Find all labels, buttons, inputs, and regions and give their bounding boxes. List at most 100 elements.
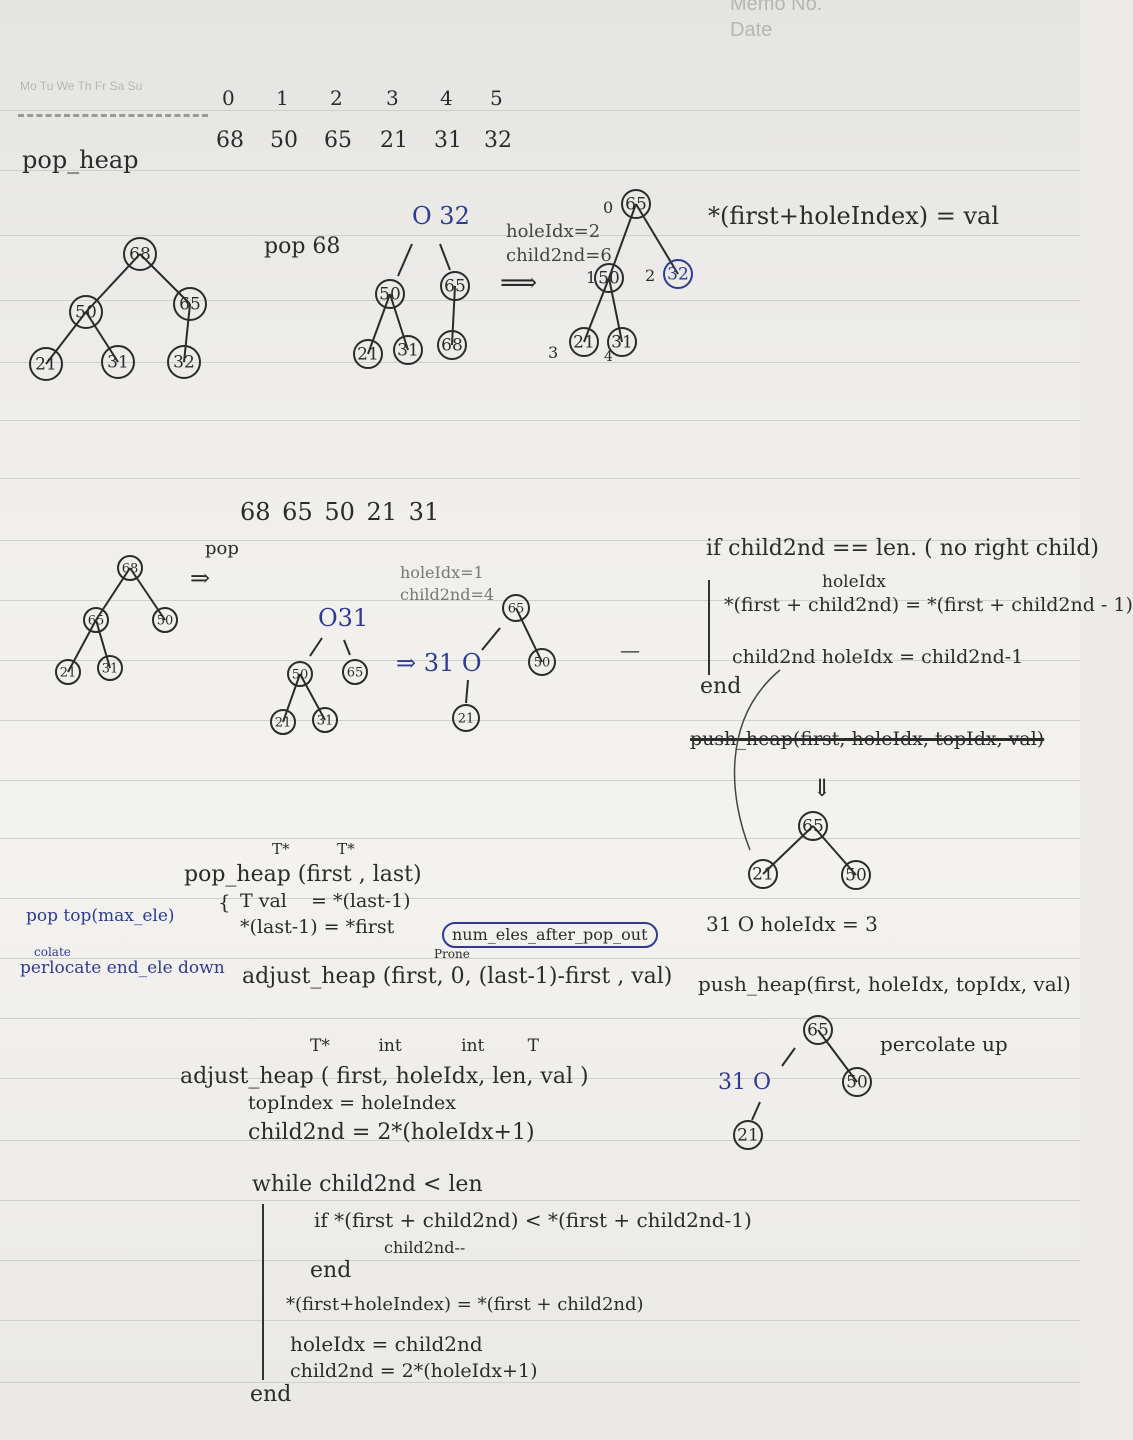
- adjust-heap-signature: adjust_heap ( first, holeIdx, len, val ): [180, 1064, 589, 1089]
- node-value: 50: [379, 285, 401, 305]
- code-line: child2nd = 2*(holeIdx+1): [290, 1360, 538, 1382]
- array-index: 2: [330, 86, 343, 110]
- code-line: *(last-1) = *first: [240, 916, 395, 938]
- type-notes: T* int int T: [310, 1036, 539, 1056]
- down-arrow: ⇓: [812, 774, 833, 802]
- heap-node: 32: [167, 345, 201, 379]
- node-value: 31: [611, 333, 633, 353]
- heap-node: 65: [621, 189, 651, 219]
- tree-edge: [389, 293, 409, 351]
- hole-state-note: holeIdx=2 child2nd=6: [506, 221, 612, 267]
- array-index: 4: [440, 86, 453, 110]
- code-line: child2nd = 2*(holeIdx+1): [248, 1120, 535, 1145]
- node-value: 50: [845, 866, 867, 886]
- array-index: 3: [386, 86, 399, 110]
- node-value: 50: [75, 303, 97, 323]
- weekday-row: Mo Tu We Th Fr Sa Su: [20, 79, 143, 93]
- tree-edge: [67, 619, 97, 673]
- node-value: 31: [397, 341, 419, 361]
- node-value: 65: [88, 614, 105, 629]
- heap-node: 21: [270, 709, 296, 735]
- heap-node: 50: [528, 648, 556, 676]
- heap-node: 21: [353, 339, 383, 369]
- tree-edge: [635, 203, 679, 275]
- tree-edge: [85, 311, 119, 363]
- node-value: 68: [129, 245, 151, 265]
- heap-node: 65: [803, 1015, 833, 1045]
- heap-node: 21: [733, 1120, 763, 1150]
- node-value: 65: [625, 195, 647, 215]
- heap-node: 21: [452, 704, 480, 732]
- node-value: 21: [60, 666, 77, 681]
- array-value: 68: [216, 128, 244, 153]
- node-value: 65: [807, 1021, 829, 1041]
- tree-edge: [465, 679, 469, 704]
- node-value: 65: [802, 817, 824, 837]
- node-value: 68: [441, 336, 463, 356]
- pop-label: pop: [205, 538, 239, 559]
- node-value: 65: [179, 295, 201, 315]
- heap-node: 31: [607, 327, 637, 357]
- code-line: if *(first + child2nd) < *(first + child…: [314, 1208, 752, 1232]
- heap-node: 31: [312, 707, 338, 733]
- heap-node: 21: [29, 347, 63, 381]
- hole-marker: 31 O holeIdx = 3: [706, 912, 878, 936]
- node-value: 21: [458, 712, 475, 727]
- double-arrow: ⟹: [500, 268, 538, 298]
- node-value: 65: [508, 602, 525, 617]
- tree-edge: [451, 285, 456, 346]
- code-line: child2nd--: [384, 1238, 466, 1257]
- node-value: 50: [846, 1073, 868, 1093]
- tree-edge: [762, 825, 814, 875]
- dashed-divider: [18, 114, 208, 117]
- tree-edge: [45, 311, 87, 365]
- node-value: 50: [534, 656, 551, 671]
- end-keyword: end: [310, 1258, 352, 1283]
- heap-node: 50: [152, 607, 178, 633]
- heap-node: 31: [101, 345, 135, 379]
- node-value: 21: [275, 716, 292, 731]
- tree-edge: [343, 639, 351, 656]
- tree-edge: [481, 627, 501, 651]
- while-line: while child2nd < len: [252, 1172, 483, 1197]
- hole-marker: 31 O: [718, 1070, 772, 1095]
- heap-node: 50: [375, 279, 405, 309]
- array-index: 0: [222, 86, 235, 110]
- tree-edge: [299, 673, 326, 721]
- note: Prone: [434, 947, 470, 961]
- assign-note: *(first+holeIndex) = val: [708, 202, 1000, 230]
- array-index: 5: [490, 86, 503, 110]
- block-bar: [262, 1204, 264, 1380]
- node-value: 50: [157, 614, 174, 629]
- hole-state-note: holeIdx=1 child2nd=4: [400, 563, 495, 605]
- tree-edge: [85, 253, 141, 313]
- block-bar: [708, 580, 710, 675]
- pop-heap-signature: pop_heap (first , last): [184, 862, 422, 887]
- tree-edge: [781, 1047, 796, 1067]
- code-line: *(first + child2nd) = *(first + child2nd…: [724, 594, 1133, 616]
- code-line: holeIdx = child2nd: [290, 1332, 483, 1356]
- code-line: *(first+holeIndex) = *(first + child2nd): [286, 1294, 644, 1315]
- tree-edge: [183, 303, 191, 363]
- tree-edge: [812, 825, 857, 876]
- brace: {: [218, 890, 231, 914]
- end-keyword: end: [700, 674, 742, 699]
- tree-edge: [129, 567, 166, 621]
- tree-edge: [439, 243, 451, 271]
- heap-node: 65: [83, 607, 109, 633]
- memo-label: Memo No.: [730, 0, 823, 15]
- idx-label: 4: [604, 349, 613, 365]
- node-value: 21: [752, 865, 774, 885]
- idx-label: 1: [586, 268, 597, 287]
- heap-node: 65: [342, 659, 368, 685]
- heap-node: 31: [97, 655, 123, 681]
- side-note: colate: [34, 945, 71, 959]
- heap-node: 32: [663, 259, 693, 289]
- heap-node: 50: [841, 860, 871, 890]
- node-value: 31: [102, 662, 119, 677]
- heap-node: 31: [393, 335, 423, 365]
- node-value: 65: [347, 666, 364, 681]
- tree-edge: [282, 673, 301, 723]
- tree-edge: [608, 203, 637, 279]
